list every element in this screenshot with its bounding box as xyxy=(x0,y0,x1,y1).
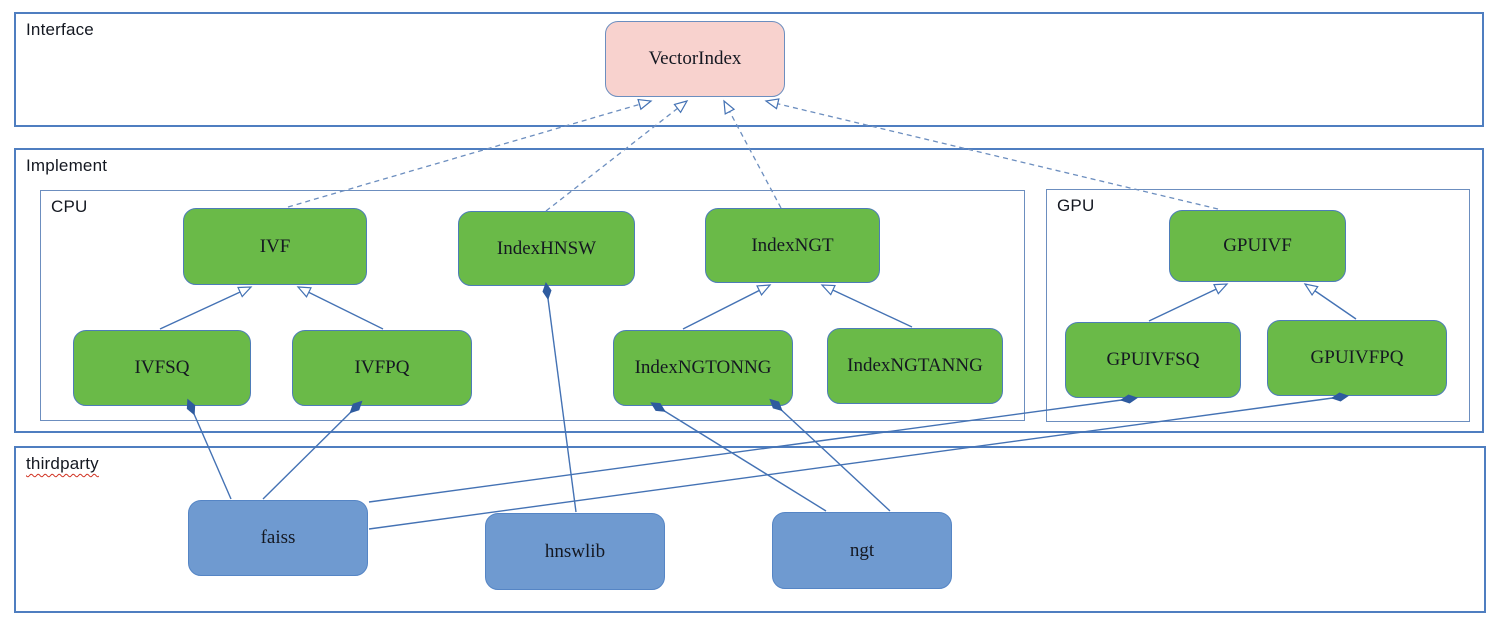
node-indexngtanng-label: IndexNGTANNG xyxy=(847,355,983,376)
node-indexngtanng[interactable]: IndexNGTANNG xyxy=(827,328,1003,404)
node-indexhnsw-label: IndexHNSW xyxy=(496,237,597,259)
node-gpuivfpq[interactable]: GPUIVFPQ xyxy=(1267,320,1447,396)
container-implement-label: Implement xyxy=(26,156,108,175)
container-interface-label: Interface xyxy=(26,20,94,39)
node-hnswlib[interactable]: hnswlib xyxy=(485,513,665,590)
node-indexngt[interactable]: IndexNGT xyxy=(705,208,880,283)
node-gpuivfsq[interactable]: GPUIVFSQ xyxy=(1065,322,1241,398)
container-thirdparty-label: thirdparty xyxy=(26,454,99,473)
node-indexngtonng[interactable]: IndexNGTONNG xyxy=(613,330,793,406)
node-gpuivf[interactable]: GPUIVF xyxy=(1169,210,1346,282)
node-ngt[interactable]: ngt xyxy=(772,512,952,589)
node-faiss-label: faiss xyxy=(260,527,296,548)
container-cpu-label: CPU xyxy=(51,197,88,216)
node-gpuivfpq-label: GPUIVFPQ xyxy=(1310,347,1404,368)
node-indexngtonng-label: IndexNGTONNG xyxy=(634,357,772,378)
node-ivfpq[interactable]: IVFPQ xyxy=(292,330,472,406)
node-gpuivf-label: GPUIVF xyxy=(1223,235,1292,256)
node-ivf[interactable]: IVF xyxy=(183,208,367,285)
node-ivf-label: IVF xyxy=(259,235,291,257)
node-vectorindex-label: VectorIndex xyxy=(648,48,742,69)
container-gpu-label: GPU xyxy=(1057,196,1095,215)
node-ivfsq[interactable]: IVFSQ xyxy=(73,330,251,406)
node-indexngt-label: IndexNGT xyxy=(751,234,834,256)
node-vectorindex[interactable]: VectorIndex xyxy=(605,21,785,97)
node-ngt-label: ngt xyxy=(849,539,875,561)
node-ivfsq-label: IVFSQ xyxy=(134,357,190,378)
node-faiss[interactable]: faiss xyxy=(188,500,368,576)
node-hnswlib-label: hnswlib xyxy=(544,540,606,562)
node-ivfpq-label: IVFPQ xyxy=(354,357,410,378)
node-gpuivfsq-label: GPUIVFSQ xyxy=(1106,349,1200,370)
node-indexhnsw[interactable]: IndexHNSW xyxy=(458,211,635,286)
